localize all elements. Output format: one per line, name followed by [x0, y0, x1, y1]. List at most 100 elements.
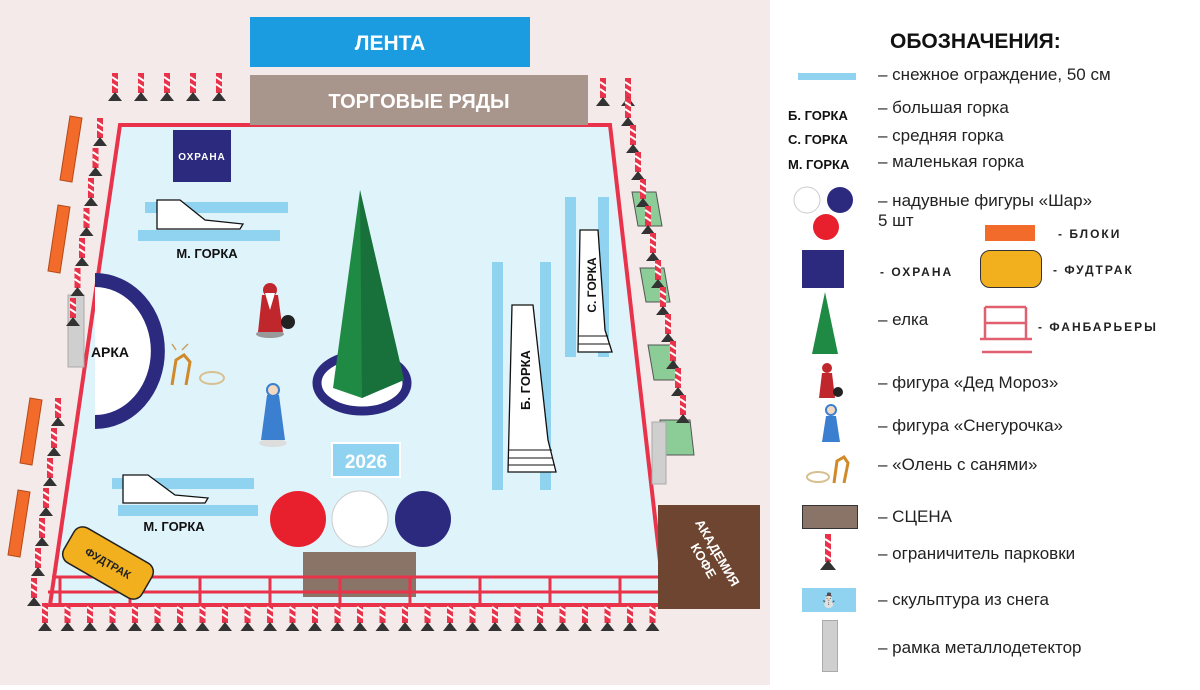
parking-bollard: [641, 206, 655, 234]
parking-bollard: [398, 603, 412, 631]
parking-bollard: [375, 603, 390, 631]
parking-bollard: [218, 603, 232, 631]
legend-snegurochka: – фигура «Снегурочка»: [878, 416, 1063, 435]
security-label: ОХРАНА: [178, 152, 226, 163]
parking-bollards: [27, 73, 690, 631]
legend-barriers: - ФАНБАРЬЕРЫ: [1038, 320, 1158, 334]
legend-stage: – СЦЕНА: [878, 507, 952, 526]
trade-rows-label: ТОРГОВЫЕ РЯДЫ: [328, 91, 509, 113]
parking-bollard: [88, 148, 103, 176]
parking-bollard: [600, 603, 615, 631]
balloons-icon: [793, 186, 853, 240]
balloon-navy: [395, 491, 451, 547]
fan-barrier-icon: [980, 305, 1032, 354]
parking-bollard: [186, 73, 200, 101]
legend-metal-detector: – рамка металлодетектор: [878, 638, 1082, 657]
tree-icon: [812, 292, 838, 354]
legend-medium: – средняя горка: [878, 126, 1004, 145]
parking-bollard: [195, 603, 210, 631]
legend-tree: – елка: [878, 310, 929, 329]
balloon-white: [331, 490, 389, 548]
parking-bollard: [84, 178, 98, 206]
ded-moroz-figure: [256, 283, 295, 338]
legend-balloons-count: 5 шт: [878, 211, 914, 230]
parking-bollard: [631, 152, 645, 180]
parking-bollard: [173, 603, 187, 631]
parking-bollard: [160, 73, 174, 101]
parking-bollard: [70, 268, 85, 296]
parking-bollard: [596, 78, 610, 106]
parking-bollard: [555, 603, 570, 631]
metal-detector-icon: [822, 620, 838, 672]
legend-big-abbr: Б. ГОРКА: [788, 108, 848, 123]
tree-shade: [360, 190, 404, 398]
parking-bollard: [533, 603, 547, 631]
parking-bollard: [488, 603, 502, 631]
parking-bollard: [105, 603, 120, 631]
parking-bollard: [47, 428, 61, 456]
block-icon: [985, 225, 1035, 241]
legend: ОБОЗНАЧЕНИЯ: – снежное ограждение, 50 см…: [770, 0, 1200, 685]
foodtruck: ФУДТРАК: [61, 526, 155, 600]
legend-balloons: – надувные фигуры «Шар»: [878, 191, 1093, 210]
parking-bollard: [43, 458, 57, 486]
parking-bollard: [636, 179, 650, 207]
parking-bollard: [75, 238, 89, 266]
snow-sculpture-icon: ⛄: [802, 588, 856, 612]
snow-sculpture-2026: [331, 442, 401, 478]
parking-bollard: [578, 603, 592, 631]
parking-bollard: [645, 603, 660, 631]
deer-with-sleigh: [170, 343, 225, 386]
legend-small-abbr: М. ГОРКА: [788, 157, 850, 172]
parking-bollard: [308, 603, 322, 631]
site-map: ЛЕНТА ТОРГОВЫЕ РЯДЫ ОХРАНА М. ГОРКА М. Г…: [0, 0, 770, 685]
parking-bollard: [150, 603, 165, 631]
medium-slide: [577, 229, 613, 353]
parking-bollard: [443, 603, 457, 631]
snow-fences: [112, 197, 609, 516]
parking-bollard: [420, 603, 435, 631]
lenta-label: ЛЕНТА: [355, 32, 426, 55]
legend-blocks: - БЛОКИ: [1058, 227, 1122, 241]
big-slide: [507, 304, 557, 473]
parking-bollard: [27, 578, 41, 606]
map-canvas: ЛЕНТА ТОРГОВЫЕ РЯДЫ ОХРАНА М. ГОРКА М. Г…: [7, 17, 760, 631]
snow-fence-icon: [798, 73, 856, 80]
concrete-blocks: [7, 115, 83, 558]
parking-bollard: [39, 488, 53, 516]
coffee-kiosk: [658, 505, 760, 609]
metal-detector-2: [651, 421, 667, 485]
deer-icon: [806, 455, 850, 484]
parking-bollard: [666, 341, 680, 369]
foodtruck-icon: [980, 250, 1042, 288]
legend-medium-abbr: С. ГОРКА: [788, 132, 848, 147]
parking-bollard: [676, 395, 690, 423]
arch: [94, 273, 165, 429]
legend-snow-fence: – снежное ограждение, 50 см: [878, 65, 1111, 84]
parking-bollard: [646, 233, 660, 261]
legend-foodtruck: - ФУДТРАК: [1053, 263, 1134, 277]
parking-bollard: [83, 603, 97, 631]
parking-bollard: [128, 603, 142, 631]
parking-bollard: [79, 208, 94, 236]
legend-security: - ОХРАНА: [880, 265, 954, 279]
legend-title: ОБОЗНАЧЕНИЯ:: [890, 30, 1061, 53]
big-slide-label: Б. ГОРКА: [518, 349, 533, 409]
parking-bollard: [60, 603, 75, 631]
parking-bollard: [353, 603, 367, 631]
small-slide-2-label: М. ГОРКА: [143, 519, 205, 534]
small-slide-1: [156, 199, 245, 230]
snegurochka-icon: [822, 404, 840, 442]
security-icon: [802, 250, 844, 288]
parking-bollard: [621, 98, 635, 126]
legend-deer: – «Олень с санями»: [878, 455, 1038, 474]
legend-ded-moroz: – фигура «Дед Мороз»: [878, 373, 1059, 392]
medium-slide-label: С. ГОРКА: [585, 257, 599, 313]
ded-moroz-icon: [819, 363, 843, 398]
parking-bollard: [108, 73, 122, 101]
parking-bollard: [93, 118, 107, 146]
lenta-sign: [250, 17, 530, 67]
legend-parking: – ограничитель парковки: [878, 544, 1076, 563]
parking-bollard: [240, 603, 255, 631]
legend-snow-sculpture: – скульптура из снега: [878, 590, 1049, 609]
